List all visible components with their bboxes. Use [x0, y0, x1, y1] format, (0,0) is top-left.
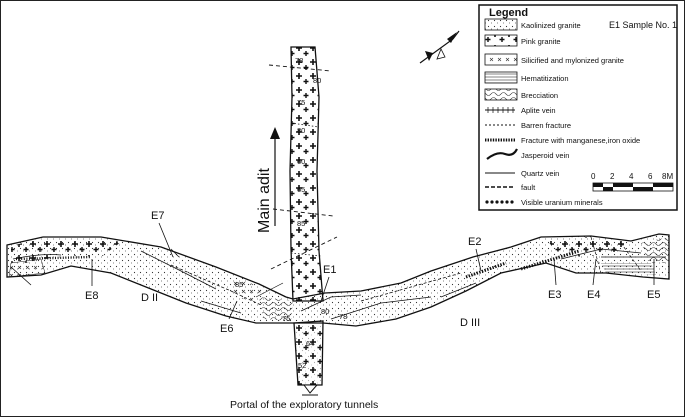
dip-label: 80	[313, 76, 321, 85]
legend-sample-note: E1 Sample No. 1	[609, 20, 677, 30]
north-arrow-icon	[419, 30, 460, 64]
silicified-swatch	[484, 53, 518, 66]
map-body	[6, 30, 670, 396]
dip-label: 52	[298, 361, 306, 370]
dip-label: 64	[306, 339, 314, 348]
scale-tick: 6	[648, 172, 653, 181]
scale-tick: 2	[610, 172, 615, 181]
dip-label: 78	[295, 56, 303, 65]
jasperoid-swatch	[486, 148, 518, 160]
zone-d2: D II	[141, 292, 158, 304]
legend-title: Legend	[489, 7, 528, 19]
sample-e2: E2	[468, 236, 481, 248]
dip-label: 60	[297, 157, 305, 166]
uranium-swatch	[485, 200, 514, 204]
sample-e5: E5	[647, 289, 660, 301]
sample-e1: E1	[323, 264, 336, 276]
legend-item-hematitization: Hematitization	[521, 74, 569, 83]
dip-label: 85	[235, 280, 243, 289]
dip-label: 65	[297, 185, 305, 194]
pink-granite-west	[11, 238, 121, 263]
brecciation-swatch	[484, 88, 518, 101]
aplite-swatch	[485, 107, 515, 113]
legend-item-barren: Barren fracture	[521, 121, 571, 130]
kaolinized-swatch	[484, 18, 518, 31]
sample-e3: E3	[548, 289, 561, 301]
legend-item-kaolinized: Kaolinized granite	[521, 21, 581, 30]
scale-tick: 0	[591, 172, 596, 181]
legend-panel: Legend E1 Sample No. 1 Kaolinized granit…	[478, 4, 678, 211]
main-adit-arrow	[270, 127, 280, 226]
main-adit-label: Main adit	[256, 168, 273, 233]
legend-item-brecciation: Brecciation	[521, 91, 558, 100]
legend-item-jasperoid: Jasperoid vein	[521, 151, 569, 160]
map-labels: Main adit Portal of the exploratory tunn…	[85, 56, 660, 411]
dip-label: 85	[297, 219, 305, 228]
sample-e8: E8	[85, 290, 98, 302]
scale-tick: 8M	[662, 172, 673, 181]
dip-label: 80	[297, 126, 305, 135]
legend-item-pink: Pink granite	[521, 37, 561, 46]
legend-item-uranium: Visible uranium minerals	[521, 198, 603, 207]
legend-item-aplite: Aplite vein	[521, 106, 556, 115]
legend-item-fault: fault	[521, 183, 536, 192]
legend-item-mn-fe: Fracture with manganese,iron oxide	[521, 136, 640, 145]
horizontal-tunnel	[6, 233, 670, 327]
hematitization-swatch	[484, 71, 518, 84]
scale-bar: 0 2 4 6 8M	[591, 172, 673, 192]
sample-e6: E6	[220, 323, 233, 335]
dip-label: 80	[321, 307, 329, 316]
dip-label: 78	[339, 312, 347, 321]
legend-item-silicified: Silicified and mylonized granite	[521, 56, 624, 65]
sample-e7: E7	[151, 210, 164, 222]
zone-d3: D III	[460, 317, 480, 329]
dip-label: 75	[297, 98, 305, 107]
legend-item-quartz: Quartz vein	[521, 169, 559, 178]
pink-granite-east	[546, 237, 629, 257]
scale-tick: 4	[629, 172, 634, 181]
sample-e4: E4	[587, 289, 600, 301]
portal-marker	[303, 384, 319, 394]
dip-label: 75	[282, 314, 290, 323]
pink-granite-swatch	[484, 34, 518, 47]
main-adit	[289, 46, 324, 302]
portal-label: Portal of the exploratory tunnels	[230, 399, 378, 411]
